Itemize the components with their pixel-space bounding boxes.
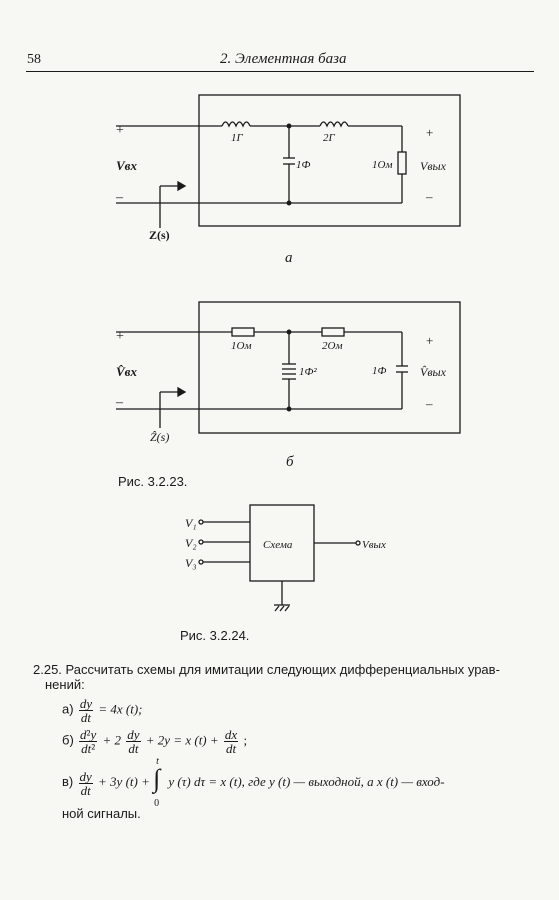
resistor-a	[397, 151, 407, 175]
fig-224-v2: V₂	[185, 536, 197, 550]
header-rule	[26, 71, 534, 72]
problem-line1: Рассчитать схемы для имитации следующих …	[65, 662, 500, 677]
box-b	[198, 301, 461, 434]
fig-a-z: Z(s)	[149, 228, 170, 242]
fig-b-minus-right: –	[425, 396, 433, 411]
caption-3-2-23: Рис. 3.2.23.	[118, 474, 187, 489]
fig-a-v-in: Vвх	[116, 158, 137, 173]
fig-a-v-out: Vвых	[420, 159, 447, 173]
fig-b-plus-left: +	[116, 329, 124, 344]
fig-a-sublabel: a	[285, 250, 293, 266]
resistor-b1	[231, 327, 255, 337]
fig-b-v-in: V̂вх	[116, 364, 137, 379]
integral-lower: 0	[154, 798, 160, 809]
fig-b-minus-left: –	[115, 395, 124, 410]
integral-upper: t	[156, 756, 159, 767]
fig-a-l2: 2Г	[323, 132, 336, 144]
fig-b-r2: 2Ом	[322, 340, 342, 352]
inductor-1	[221, 121, 251, 128]
eq-b-mid2: + 2y = x (t) +	[145, 732, 219, 748]
fig-224-vout: Vвых	[362, 539, 386, 551]
eq-b-label: б)	[62, 732, 74, 748]
integral-sign: t ∫ 0	[153, 756, 161, 809]
fig-a-plus-left: +	[116, 123, 124, 138]
figure-b	[116, 301, 461, 434]
inductor-2	[319, 121, 349, 128]
fig-b-c2: 1Ф	[372, 365, 387, 377]
box-a	[198, 94, 461, 227]
problem-text: 2.25. Рассчитать схемы для имитации след…	[33, 662, 539, 692]
eq-c-label: в)	[62, 773, 74, 789]
fig-a-plus-right: +	[426, 125, 433, 140]
fig-a-c: 1Ф	[296, 159, 311, 171]
fig-b-plus-right: +	[426, 333, 433, 348]
fig-b-c1: 1Ф²	[299, 366, 317, 378]
resistor-b2	[321, 327, 345, 337]
eq-a-rhs: = 4x (t);	[98, 701, 143, 717]
page-number: 58	[27, 52, 41, 67]
eq-b-mid1: + 2	[102, 732, 121, 748]
eq-c-mid: + 3y (t) +	[98, 773, 150, 789]
eq-b-end: ;	[243, 732, 248, 748]
fig-b-z: Ẑ(s)	[150, 430, 169, 444]
fig-b-sublabel: б	[286, 454, 294, 470]
problem-last-line: ной сигналы.	[62, 806, 141, 821]
fig-b-r1: 1Ом	[231, 340, 251, 352]
fig-224-v3: V₃	[185, 556, 197, 570]
fig-a-r: 1Ом	[372, 159, 392, 171]
eq-c-rest: y (τ) dτ = x (t), где y (t) — выходной, …	[168, 773, 445, 789]
fig-a-minus-right: –	[425, 189, 433, 204]
problem-number: 2.25.	[33, 662, 62, 677]
problem-line2: нений:	[45, 677, 85, 692]
fig-b-v-out: V̂вых	[420, 365, 447, 379]
running-title: 2. Элементная база	[220, 51, 347, 67]
fig-a-minus-left: –	[115, 190, 124, 205]
fig-224-box-label: Схема	[263, 539, 293, 551]
eq-a-label: а)	[62, 701, 74, 717]
figure-3-2-24	[198, 504, 361, 612]
figure-a	[116, 94, 461, 228]
fig-224-v1: V₁	[185, 516, 197, 530]
caption-3-2-24: Рис. 3.2.24.	[180, 628, 249, 643]
fig-a-l1: 1Г	[231, 132, 244, 144]
